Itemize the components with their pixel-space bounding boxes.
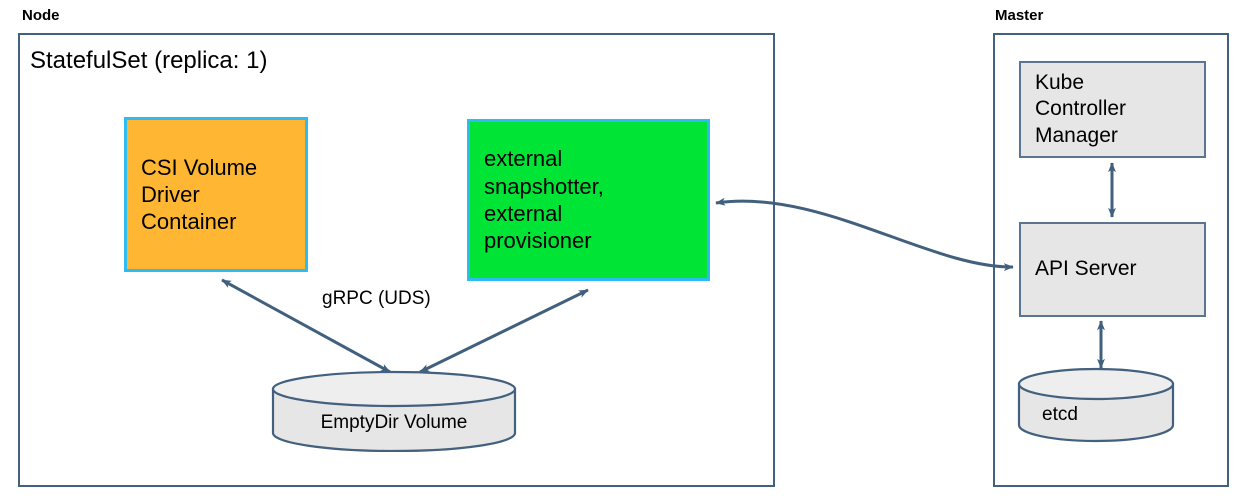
api-server-line-1: API Server — [1035, 257, 1137, 281]
sidecars-line-1: external — [484, 146, 563, 172]
etcd-cylinder[interactable]: etcd — [1016, 367, 1176, 444]
csi-container-line-1: CSI Volume — [141, 154, 258, 180]
sidecars-line-3: external — [484, 201, 563, 226]
etcd-shape — [1017, 367, 1175, 443]
csi-volume-driver-container-box[interactable]: CSI Volume Driver Container — [124, 117, 308, 272]
kcm-line-2: Controller — [1035, 97, 1127, 121]
statefulset-title: StatefulSet (replica: 1) — [30, 47, 268, 74]
group-label-node: Node — [22, 7, 60, 24]
csi-container-line-3: Container — [141, 209, 237, 235]
emptydir-volume-shape — [271, 370, 517, 453]
emptydir-volume-cylinder[interactable]: EmptyDir Volume — [270, 370, 518, 453]
kube-controller-manager-box[interactable]: Kube Controller Manager — [1019, 61, 1206, 158]
external-sidecars-box[interactable]: external snapshotter, external provision… — [467, 119, 710, 281]
api-server-box[interactable]: API Server — [1019, 222, 1206, 317]
kcm-line-3: Manager — [1035, 123, 1118, 147]
grpc-uds-label: gRPC (UDS) — [322, 288, 431, 309]
group-label-master: Master — [995, 7, 1044, 24]
sidecars-line-2: snapshotter, — [484, 173, 604, 199]
sidecars-line-4: provisioner — [484, 228, 592, 254]
csi-container-line-2: Driver — [141, 181, 200, 207]
kcm-line-1: Kube — [1035, 70, 1085, 94]
